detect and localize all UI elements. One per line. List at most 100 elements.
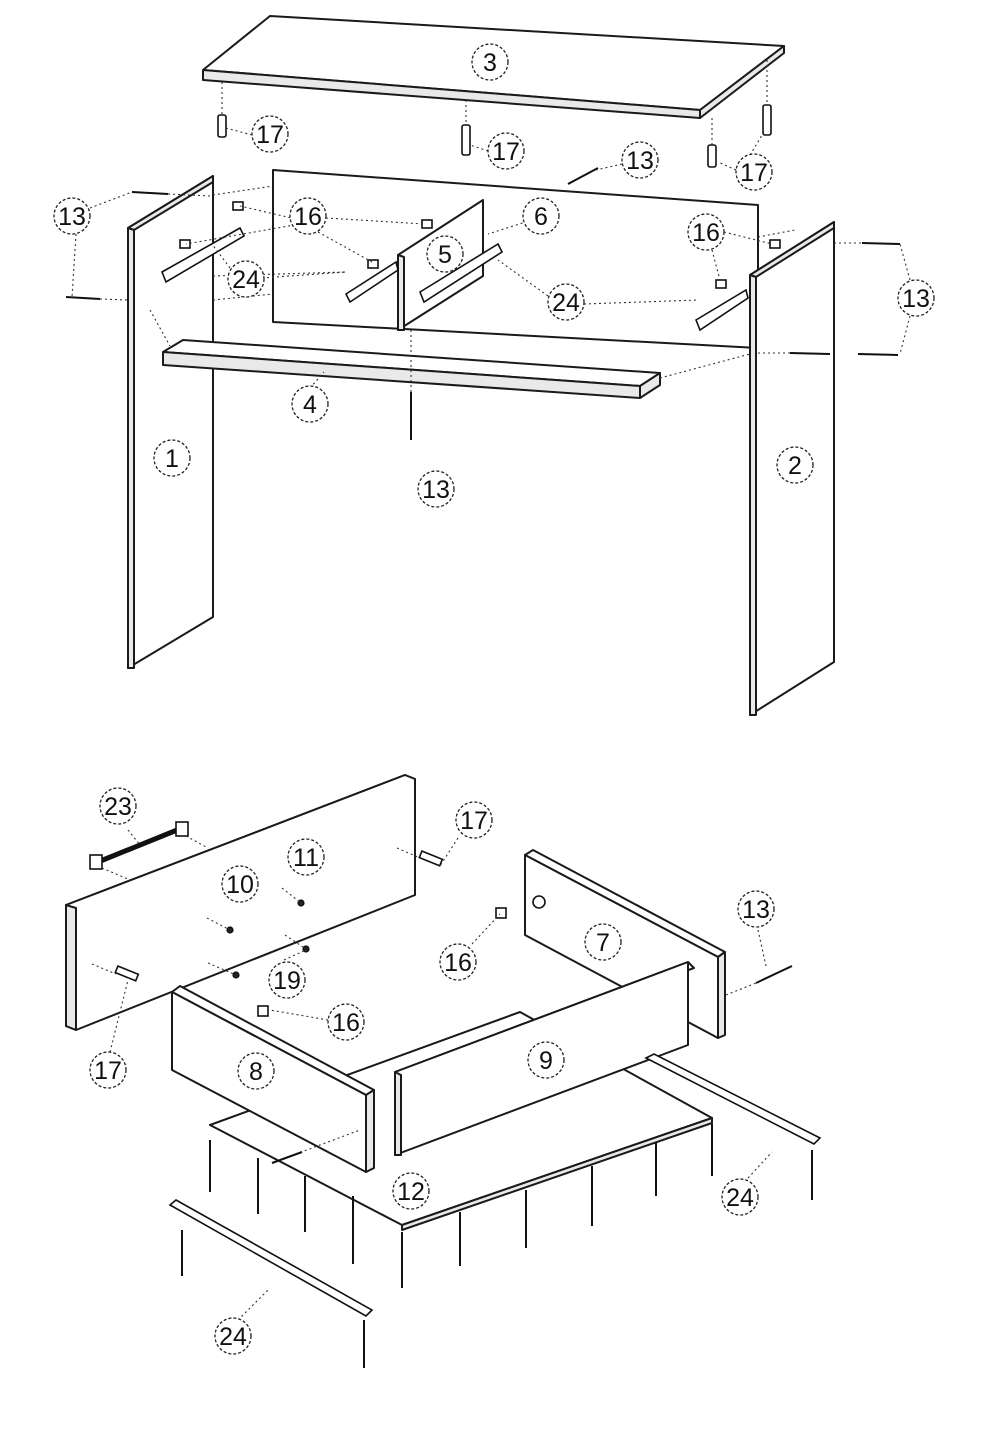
callout-label: 13 [58,203,86,231]
callout-label: 16 [332,1009,360,1037]
callout-6: 6 [522,197,560,235]
back-panel [272,169,759,349]
callout-circle [251,115,289,153]
callout-label: 19 [273,967,301,995]
callout-label: 17 [256,121,284,149]
callout-circle [621,141,659,179]
callout-5: 5 [426,235,464,273]
callout-circle [53,197,91,235]
front-rail [162,339,661,399]
callout-label: 16 [294,203,322,231]
callout-24: 24 [547,283,585,321]
bottom-screws [209,1124,713,1288]
callout-16: 16 [439,943,477,981]
callout-1: 1 [153,439,191,477]
callout-17: 17 [89,1051,127,1089]
callout-label: 11 [293,844,319,872]
callout-circle [584,923,622,961]
callout-circle [99,787,137,825]
callout-label: 24 [552,289,580,317]
callout-circle [417,470,455,508]
callout-circle [89,1051,127,1089]
callout-circle [214,1317,252,1355]
callout-label: 17 [460,807,488,835]
callout-circle [487,132,525,170]
callout-circle [392,1172,430,1210]
left-side-panel [127,175,214,669]
callout-16: 16 [687,213,725,251]
callout-circle [221,865,259,903]
callout-17: 17 [251,115,289,153]
callout-circle [327,1003,365,1041]
callout-label: 2 [788,452,802,480]
callout-24: 24 [227,260,265,298]
callout-label: 24 [232,266,260,294]
callout-circle [527,1041,565,1079]
callout-label: 16 [444,949,472,977]
callout-label: 6 [534,203,548,231]
callout-label: 23 [104,793,132,821]
callout-label: 7 [596,929,610,957]
callout-7: 7 [584,923,622,961]
drawer-handle [89,821,209,881]
callout-16: 16 [327,1003,365,1041]
callout-17: 17 [735,153,773,191]
callout-24: 24 [214,1317,252,1355]
callout-circle [291,385,329,423]
callout-2: 2 [776,446,814,484]
callout-circle [287,838,325,876]
callout-circle [776,446,814,484]
callout-23: 23 [99,787,137,825]
callout-circle [268,961,306,999]
callout-8: 8 [237,1052,275,1090]
callout-circle [227,260,265,298]
callout-13: 13 [737,890,775,928]
callout-13: 13 [53,197,91,235]
callout-label: 17 [94,1057,122,1085]
callout-24: 24 [721,1178,759,1216]
callout-label: 4 [303,391,317,419]
callout-circle [737,890,775,928]
callout-circle [687,213,725,251]
callout-circle [426,235,464,273]
callout-12: 12 [392,1172,430,1210]
brackets-top [179,201,781,289]
drawer-hardware [91,847,793,1164]
callout-circle [721,1178,759,1216]
callout-label: 1 [165,445,179,473]
callout-4: 4 [291,385,329,423]
callout-circle [897,279,935,317]
callout-circle [522,197,560,235]
callout-label: 24 [726,1184,754,1212]
callout-circle [455,801,493,839]
callout-circle [547,283,585,321]
callout-17: 17 [455,801,493,839]
callout-10: 10 [221,865,259,903]
callout-3: 3 [471,43,509,81]
callout-circle [471,43,509,81]
callout-13: 13 [417,470,455,508]
callout-label: 12 [397,1178,425,1206]
callout-label: 13 [422,476,450,504]
callout-circle [735,153,773,191]
callout-label: 13 [902,285,930,313]
callout-11: 11 [287,838,325,876]
callout-9: 9 [527,1041,565,1079]
callout-label: 13 [626,147,654,175]
callout-label: 17 [492,138,520,166]
callout-label: 16 [692,219,720,247]
cam-bolts-top [65,167,901,440]
alignment-lines-top [99,185,862,392]
callout-label: 9 [539,1047,553,1075]
drawer-slides-top [160,226,749,332]
callout-13: 13 [897,279,935,317]
callout-16: 16 [289,197,327,235]
callout-label: 10 [226,871,254,899]
callouts: 3 17 17 17 13 13 16 6 5 24 24 16 13 4 13… [53,43,935,1355]
callout-19: 19 [268,961,306,999]
callout-13: 13 [621,141,659,179]
callout-label: 3 [483,49,497,77]
callout-label: 5 [438,241,452,269]
callout-label: 8 [249,1058,263,1086]
